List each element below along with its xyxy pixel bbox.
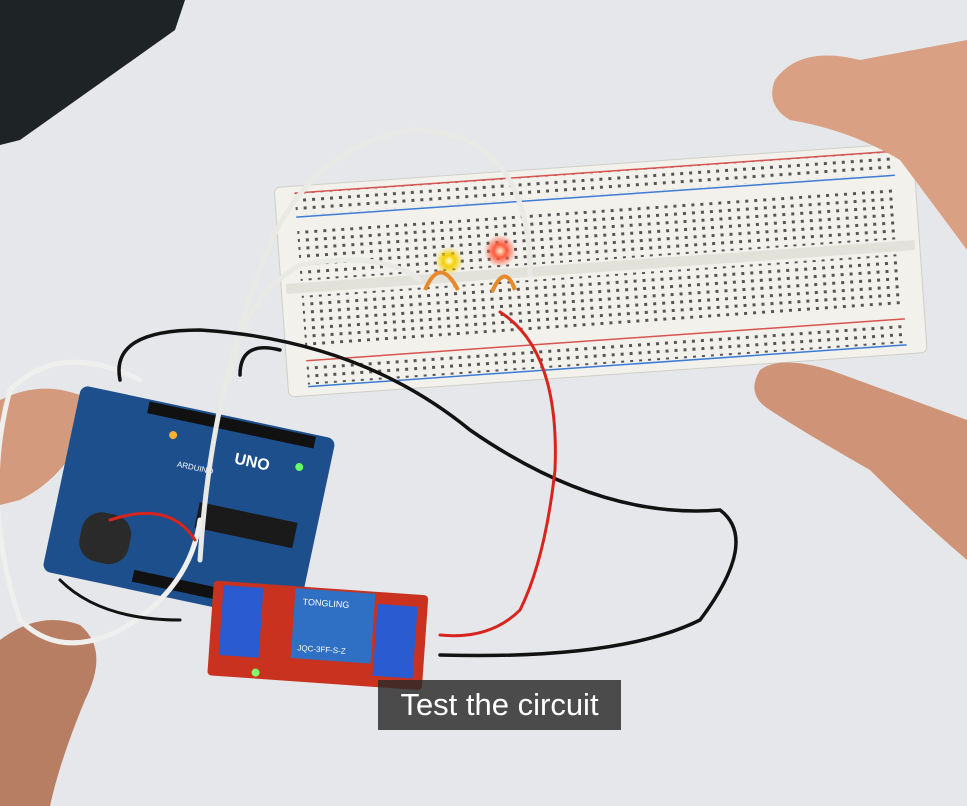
white-wire-3: [0, 359, 203, 646]
dark-case: [0, 0, 185, 145]
relay-model-label: JQC-3FF-S-Z: [297, 643, 346, 655]
red-wire-2: [108, 511, 197, 542]
white-wire-1: [197, 127, 533, 563]
relay-brand-label: TONGLING: [302, 597, 349, 610]
relay-module: TONGLING JQC-3FF-S-Z: [207, 580, 429, 690]
left-hand-bottom: [0, 620, 97, 806]
l-led: [169, 431, 178, 440]
yellow-led: [435, 247, 463, 275]
red-led: [484, 235, 516, 267]
video-caption: Test the circuit: [378, 680, 621, 730]
on-led: [295, 462, 304, 471]
red-wire: [438, 310, 557, 638]
breadboard: [274, 142, 928, 398]
white-wire-2: [227, 257, 423, 383]
right-hand-top: [772, 40, 967, 250]
black-wire-3: [58, 578, 182, 622]
left-hand-top: [0, 388, 88, 505]
wires: [0, 127, 738, 658]
black-wire-2: [238, 346, 282, 377]
relay-power-led: [251, 668, 260, 677]
right-hand-bottom: [754, 362, 967, 560]
orange-resistor-wires: [423, 270, 517, 293]
black-wire: [117, 328, 738, 658]
